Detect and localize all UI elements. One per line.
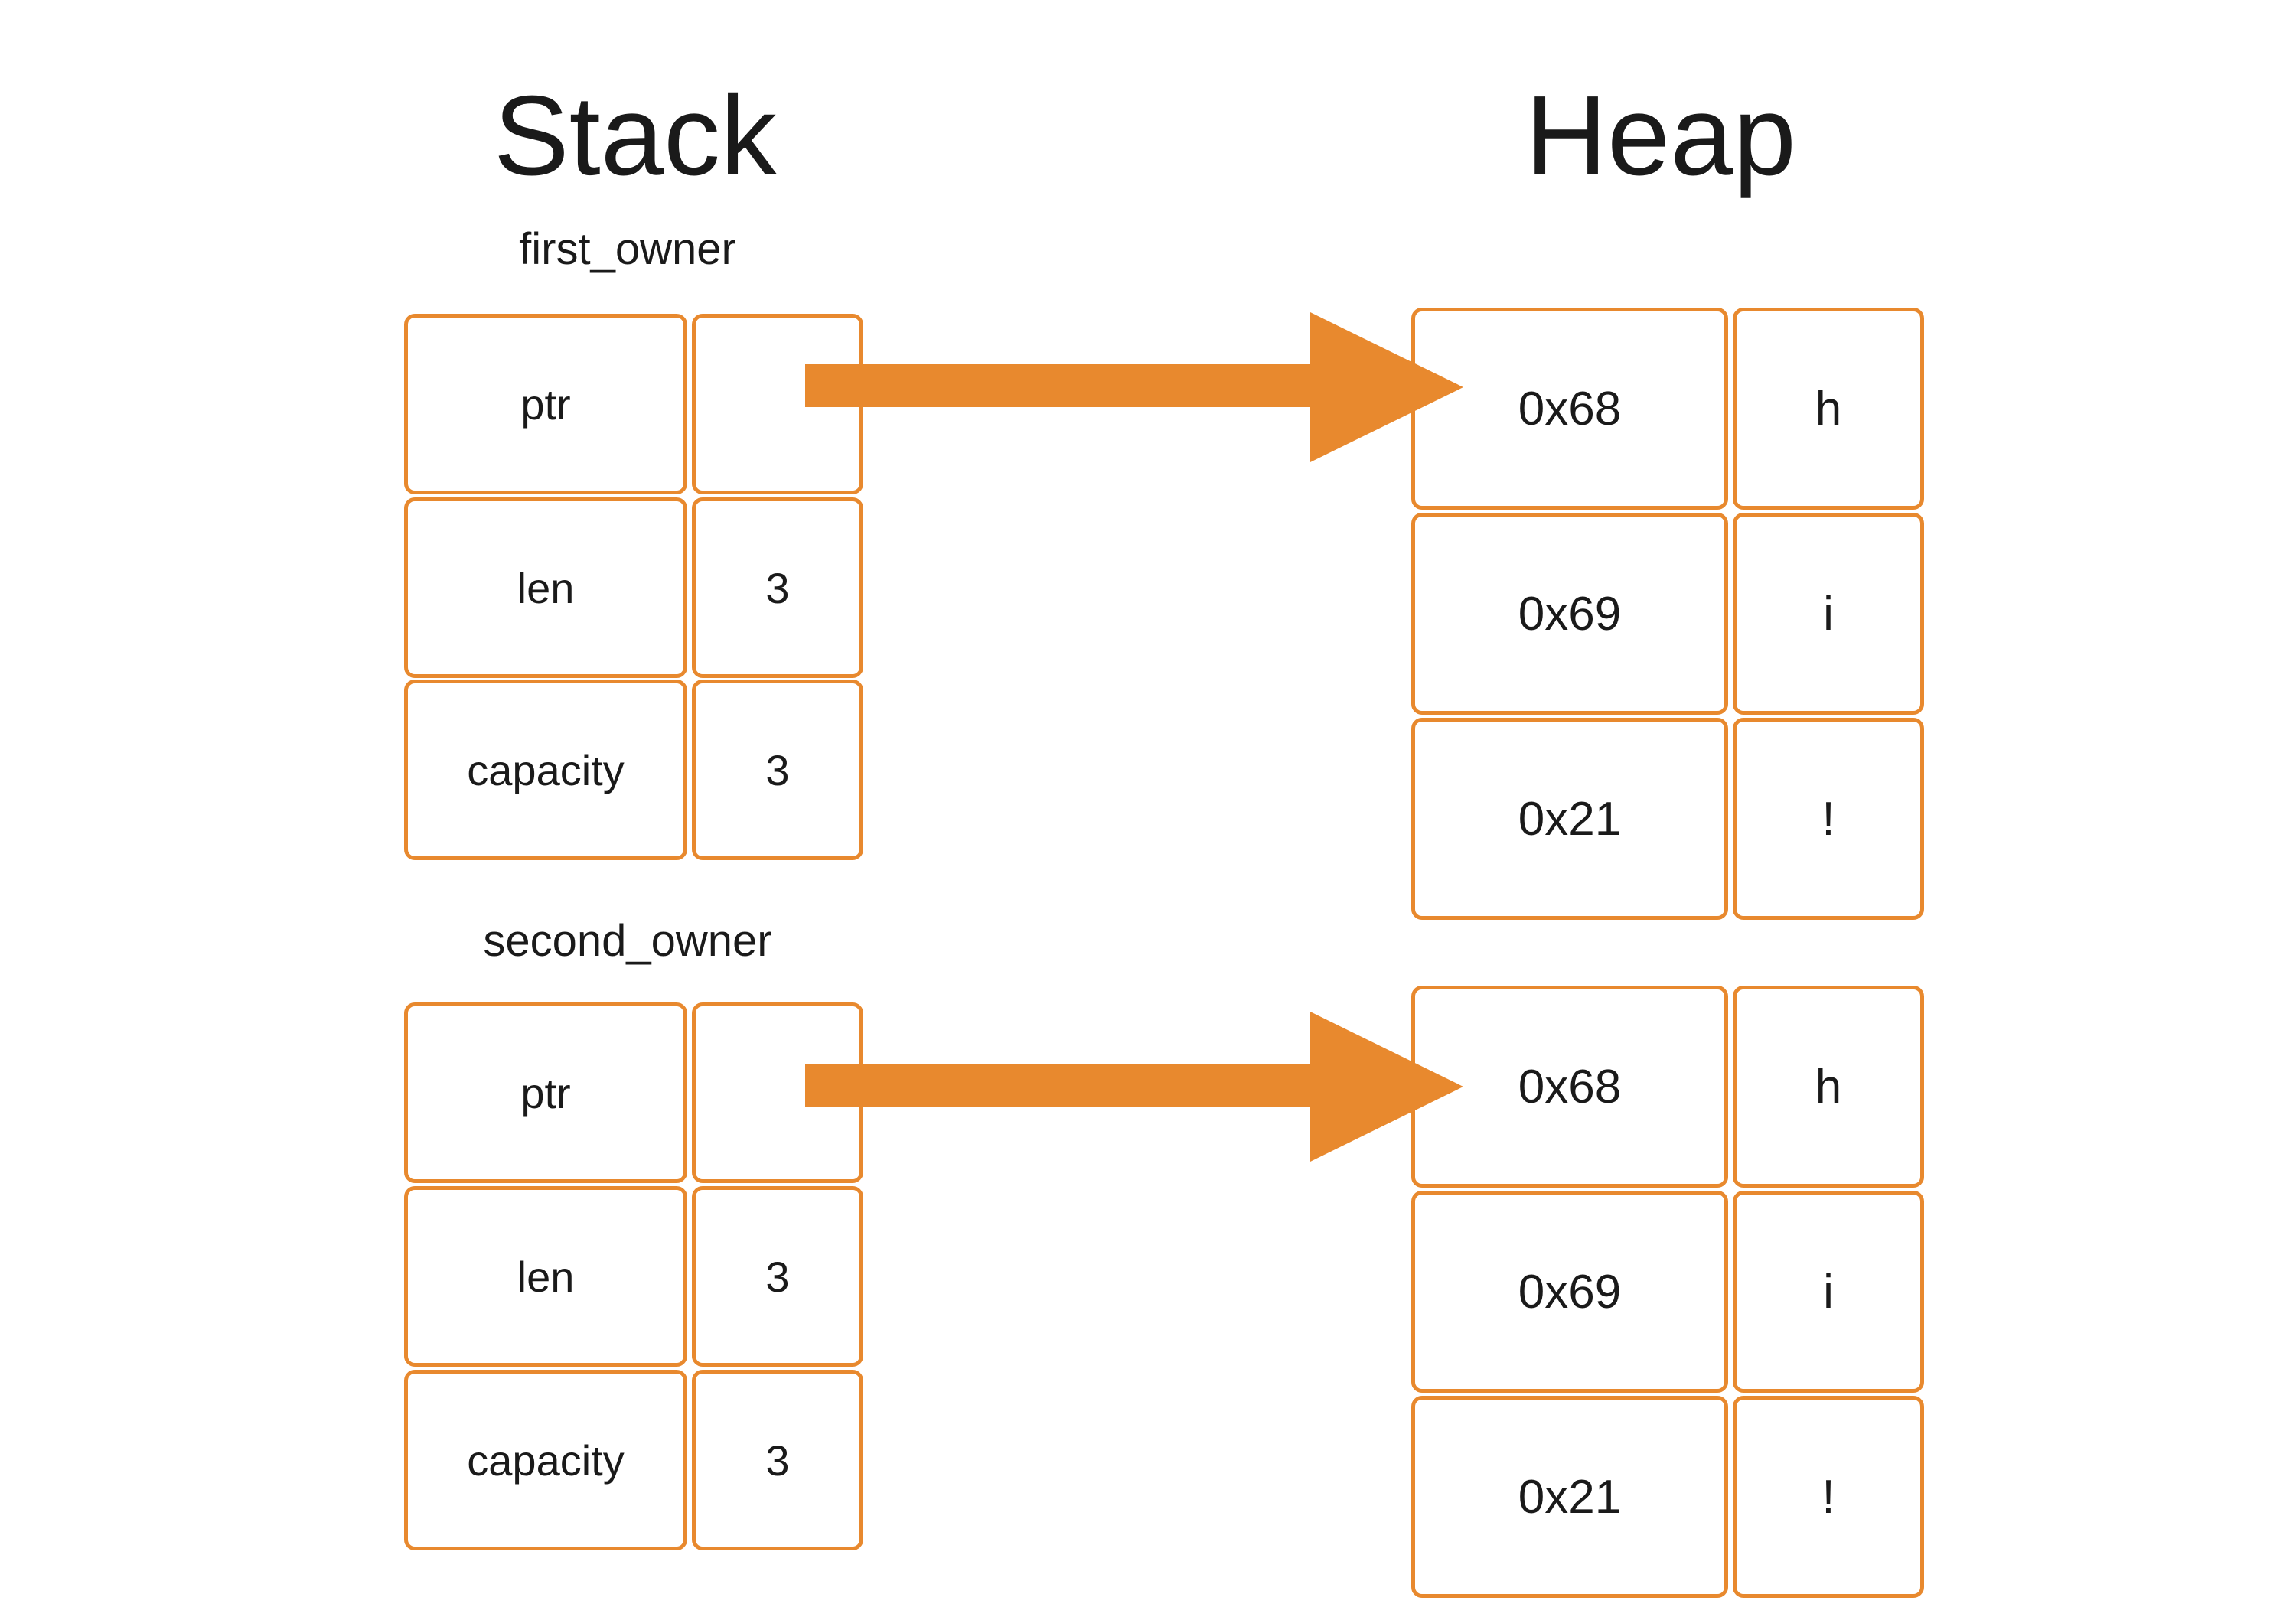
second-owner-ptr-arrow bbox=[805, 1012, 1463, 1162]
first-owner-capacity-value: 3 bbox=[692, 680, 863, 860]
first-owner-capacity-field: capacity bbox=[404, 680, 687, 860]
second-owner-len-field: len bbox=[404, 1186, 687, 1367]
heap1-char-2: ! bbox=[1733, 718, 1924, 920]
second-owner-ptr-value bbox=[692, 1002, 863, 1183]
first-owner-ptr-field: ptr bbox=[404, 314, 687, 494]
first-owner-label: first_owner bbox=[519, 224, 736, 274]
second-owner-capacity-value: 3 bbox=[692, 1370, 863, 1550]
heap2-byte-2: 0x21 bbox=[1411, 1396, 1728, 1598]
first-owner-len-field: len bbox=[404, 497, 687, 678]
second-owner-len-value: 3 bbox=[692, 1186, 863, 1367]
heap1-byte-2: 0x21 bbox=[1411, 718, 1728, 920]
heap1-byte-1: 0x69 bbox=[1411, 513, 1728, 715]
first-owner-len-value: 3 bbox=[692, 497, 863, 678]
heap2-char-2: ! bbox=[1733, 1396, 1924, 1598]
second-owner-arrow-shaft bbox=[805, 1064, 1316, 1107]
heap1-byte-0: 0x68 bbox=[1411, 308, 1728, 510]
stack-heading: Stack bbox=[493, 73, 778, 199]
heap1-char-0: h bbox=[1733, 308, 1924, 510]
first-owner-arrow-shaft bbox=[805, 364, 1316, 407]
heap-heading: Heap bbox=[1525, 73, 1796, 199]
heap2-char-0: h bbox=[1733, 986, 1924, 1188]
second-owner-capacity-field: capacity bbox=[404, 1370, 687, 1550]
heap1-char-1: i bbox=[1733, 513, 1924, 715]
first-owner-ptr-arrow bbox=[805, 312, 1463, 462]
second-owner-label: second_owner bbox=[483, 916, 772, 966]
heap2-char-1: i bbox=[1733, 1191, 1924, 1393]
heap2-byte-1: 0x69 bbox=[1411, 1191, 1728, 1393]
heap2-byte-0: 0x68 bbox=[1411, 986, 1728, 1188]
first-owner-ptr-value bbox=[692, 314, 863, 494]
second-owner-ptr-field: ptr bbox=[404, 1002, 687, 1183]
